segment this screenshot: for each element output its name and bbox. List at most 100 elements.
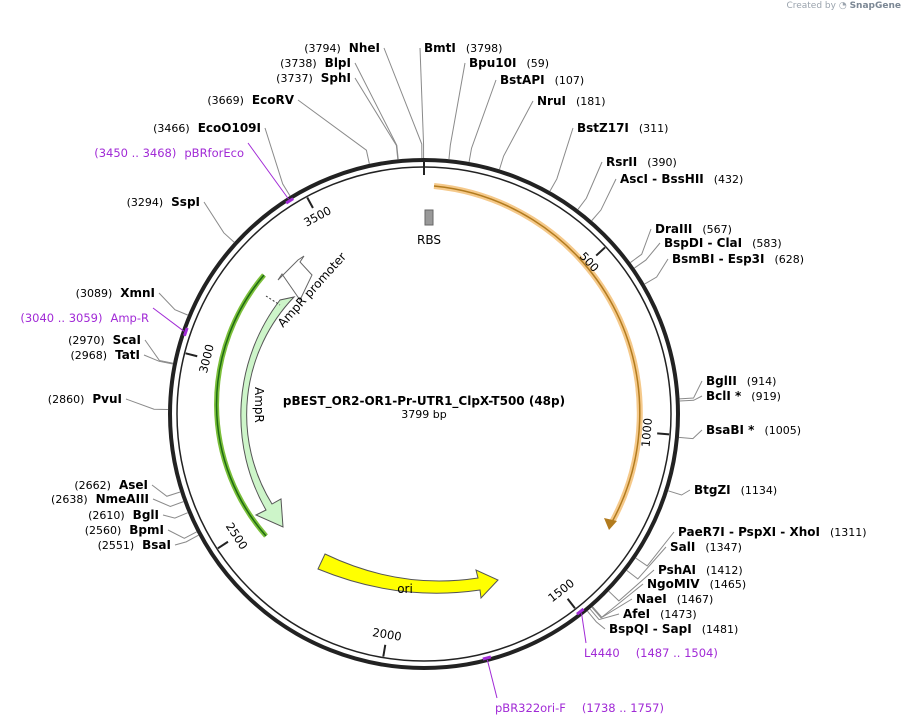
site-bstapi[interactable]: BstAPI(107) [468, 73, 584, 163]
site-leader-line [499, 100, 534, 170]
site-leader-line [679, 395, 703, 402]
site-name: RsrII [606, 155, 637, 169]
site-draiii[interactable]: DraIII(567) [630, 222, 732, 263]
site-name: ScaI [113, 333, 141, 347]
site-bsai[interactable]: BsaI(2551) [98, 534, 199, 552]
site-leader-line [634, 242, 661, 269]
site-name: AseI [119, 478, 148, 492]
site-bspdi[interactable]: BspDI - ClaI(583) [634, 236, 782, 269]
site-bspqi[interactable]: BspQI - SapI(1481) [586, 610, 738, 636]
tick-label: 1500 [545, 576, 577, 605]
site-name: BglII [706, 374, 737, 388]
site-position: (2860) [48, 393, 85, 406]
site-nrui[interactable]: NruI(181) [499, 94, 606, 170]
site-sali[interactable]: SalI(1347) [626, 540, 742, 580]
site-leader-line [678, 429, 703, 440]
site-leader-line [586, 610, 606, 630]
primer-leader-line [486, 659, 498, 699]
tick-1500 [566, 598, 576, 609]
site-paer7i[interactable]: PaeR7I - PspXI - XhoI(1311) [635, 525, 867, 567]
site-leader-line [591, 598, 633, 619]
site-name: BlpI [325, 56, 351, 70]
site-sphi[interactable]: SphI(3737) [276, 71, 399, 160]
primer-name: L4440 [584, 646, 620, 660]
ori-feature-arrow [317, 553, 499, 600]
site-bsmbi[interactable]: BsmBI - Esp3I(628) [644, 252, 804, 285]
primer-pbr322orif[interactable]: pBR322ori-F(1738 .. 1757) [482, 655, 664, 715]
site-bpmi[interactable]: BpmI(2560) [85, 523, 197, 539]
site-leader-line [167, 529, 197, 539]
site-blpi[interactable]: BlpI(3738) [280, 56, 399, 160]
ampr-promoter-dots [265, 295, 281, 306]
site-position: (1467) [677, 593, 714, 606]
site-name: BclI * [706, 389, 742, 403]
site-leader-line [203, 201, 235, 243]
tick-3000 [185, 352, 198, 358]
site-position: (2610) [88, 509, 125, 522]
site-leader-line [668, 489, 691, 496]
ori-label: ori [397, 582, 413, 596]
site-name: BstAPI [500, 73, 545, 87]
site-position: (181) [576, 95, 606, 108]
site-asei[interactable]: AseI(2662) [74, 478, 181, 497]
site-asci[interactable]: AscI - BssHII(432) [591, 172, 744, 221]
site-naei[interactable]: NaeI (1467) [591, 592, 714, 619]
site-bgli[interactable]: BglI (2610) [88, 508, 188, 522]
primer-ampr[interactable]: Amp-R (3040 .. 3059) [20, 307, 189, 337]
site-name: BsaBI * [706, 423, 755, 437]
site-name: SphI [321, 71, 351, 85]
site-position: (2560) [85, 524, 122, 537]
site-leader-line [152, 498, 184, 507]
site-afei[interactable]: AfeI(1473) [589, 607, 697, 621]
site-leader-line [162, 512, 188, 519]
site-name: DraIII [655, 222, 692, 236]
primer-range: (3450 .. 3468) [94, 146, 176, 160]
primer-name: Amp-R [110, 311, 149, 325]
site-bglii[interactable]: BglII(914) [679, 374, 777, 400]
site-scai[interactable]: ScaI(2970) [68, 333, 174, 364]
tick-label: 2000 [371, 625, 402, 644]
restriction-sites: BmtI(3798)Bpu10I(59)BstAPI(107)NruI(181)… [48, 41, 867, 636]
site-leader-line [630, 228, 652, 263]
site-position: (1473) [660, 608, 697, 621]
site-name: EcoRV [252, 93, 295, 107]
site-pvui[interactable]: PvuI (2860) [48, 392, 169, 410]
snapgene-watermark: Created by ◔ SnapGene [786, 1, 901, 11]
site-name: NaeI [636, 592, 667, 606]
site-nhei[interactable]: NheI(3794) [304, 41, 423, 159]
site-rsrii[interactable]: RsrII(390) [577, 155, 677, 210]
plasmid-length: 3799 bp [401, 408, 446, 421]
site-position: (1005) [764, 424, 801, 437]
site-bstz17i[interactable]: BstZ17I(311) [549, 121, 669, 192]
tick-1000 [657, 432, 670, 436]
site-tati[interactable]: TatI(2968) [70, 348, 174, 365]
site-name: PshAI [658, 563, 696, 577]
site-pshai[interactable]: PshAI(1412) [608, 563, 743, 602]
site-leader-line [608, 569, 655, 602]
site-bmti[interactable]: BmtI(3798) [419, 41, 502, 159]
site-position: (3294) [127, 196, 164, 209]
site-sspi[interactable]: SspI(3294) [127, 195, 235, 243]
site-name: BglI [133, 508, 159, 522]
site-btgzi[interactable]: BtgZI(1134) [668, 483, 777, 497]
site-bcli[interactable]: BclI * (919) [679, 389, 781, 403]
site-name: PvuI [92, 392, 122, 406]
site-name: SalI [670, 540, 695, 554]
site-position: (919) [751, 390, 781, 403]
site-xmni[interactable]: XmnI(3089) [76, 286, 189, 316]
site-ecorv[interactable]: EcoRV(3669) [207, 93, 370, 165]
site-nmeaiii[interactable]: NmeAIII(2638) [51, 492, 184, 507]
rbs-feature-box [424, 209, 434, 226]
primer-range: (1487 .. 1504) [636, 646, 718, 660]
tick-2000 [382, 644, 387, 657]
site-leader-line [679, 380, 703, 400]
site-leader-line [626, 546, 667, 580]
primer-pbrforeco[interactable]: pBRforEco(3450 .. 3468) [94, 142, 294, 205]
site-bpu10i[interactable]: Bpu10I(59) [448, 56, 549, 160]
site-ecoo109i[interactable]: EcoO109I(3466) [153, 121, 291, 197]
site-name: BstZ17I [577, 121, 629, 135]
site-bsabi[interactable]: BsaBI * (1005) [678, 423, 801, 440]
site-leader-line [419, 47, 425, 159]
primer-range: (3040 .. 3059) [20, 311, 102, 325]
primer-l4440[interactable]: L4440 (1487 .. 1504) [576, 607, 718, 660]
